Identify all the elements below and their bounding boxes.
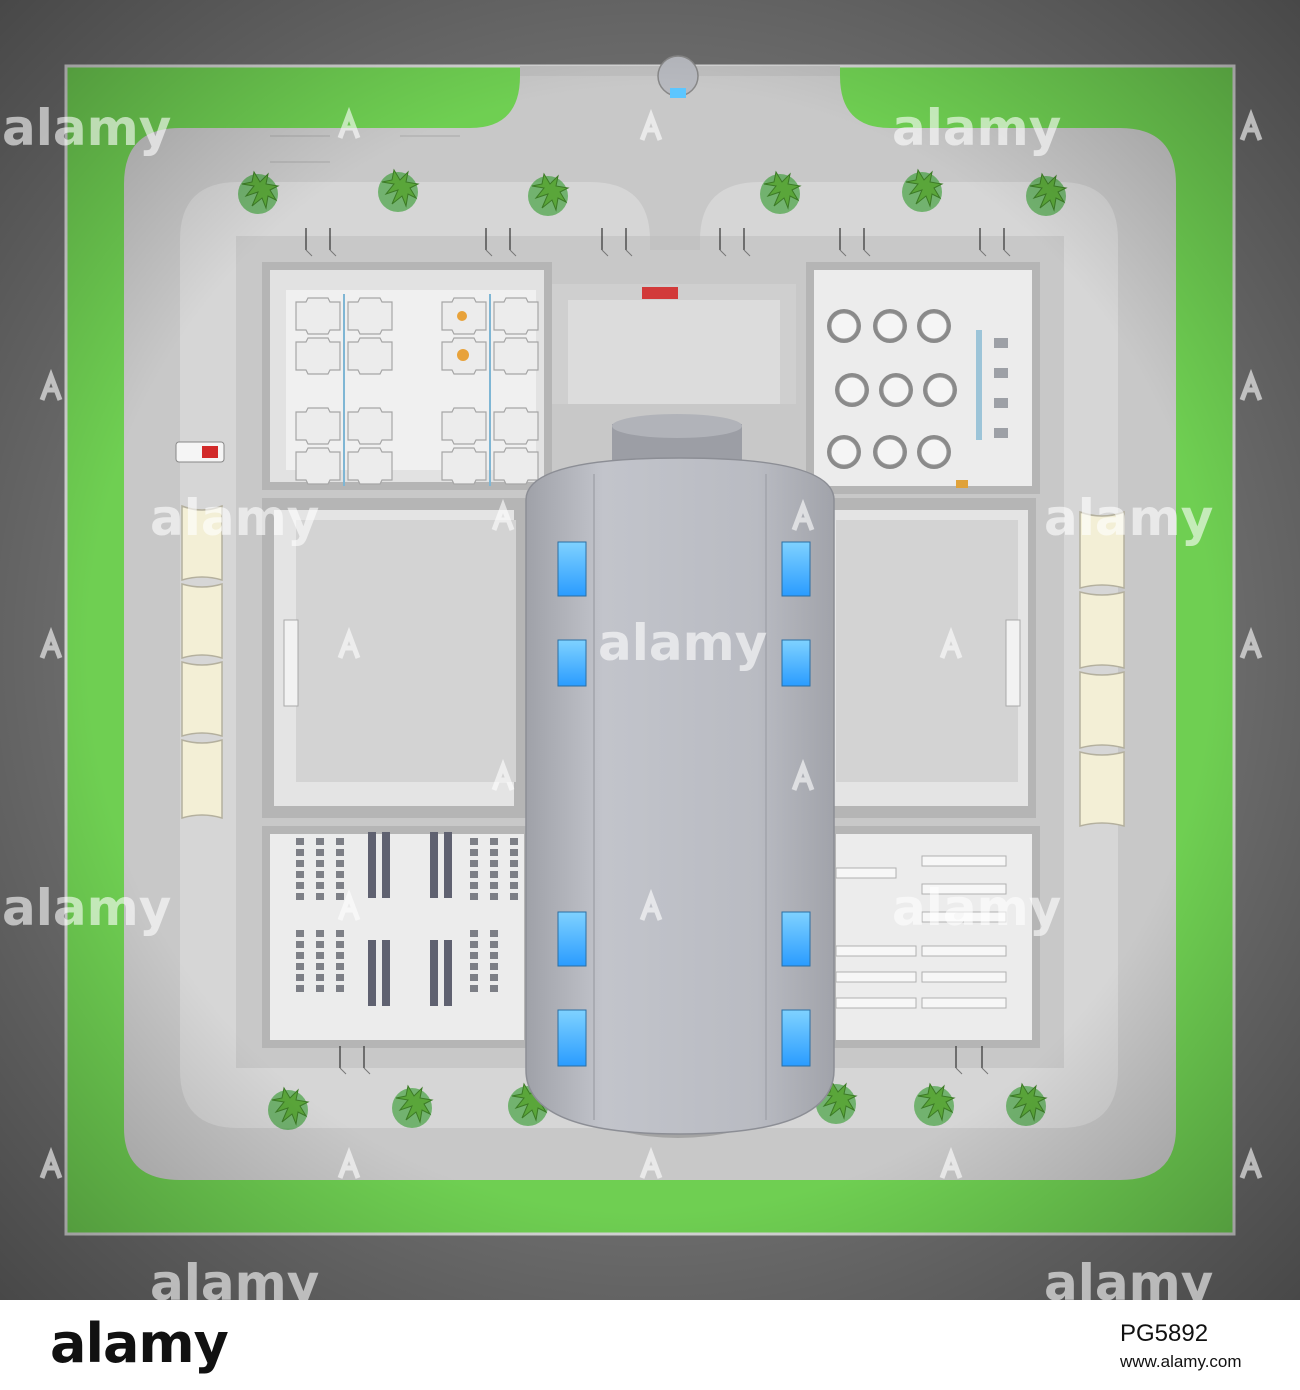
watermark-text: alamy (892, 99, 1061, 157)
image-id-label: PG5892 (1120, 1320, 1209, 1347)
watermark-text: alamy (1044, 489, 1213, 547)
stock-footer: alamy PG5892 www.alamy.com (0, 1300, 1300, 1390)
watermark-text: alamy (1044, 1254, 1213, 1300)
watermarks: alamy alamy alamy alamy alamy alamy alam… (2, 99, 1260, 1300)
watermark-text: alamy (598, 614, 767, 672)
site-url[interactable]: www.alamy.com (1120, 1352, 1242, 1371)
watermark-text: alamy (2, 99, 171, 157)
watermark-text: alamy (150, 1254, 319, 1300)
vignette (0, 0, 1300, 1300)
watermark-text: alamy (2, 879, 171, 937)
watermark-text: alamy (892, 879, 1061, 937)
site-plan-render: alamy alamy alamy alamy alamy alamy alam… (0, 0, 1300, 1300)
watermark-text: alamy (150, 489, 319, 547)
alamy-logo: alamy (50, 1312, 229, 1375)
